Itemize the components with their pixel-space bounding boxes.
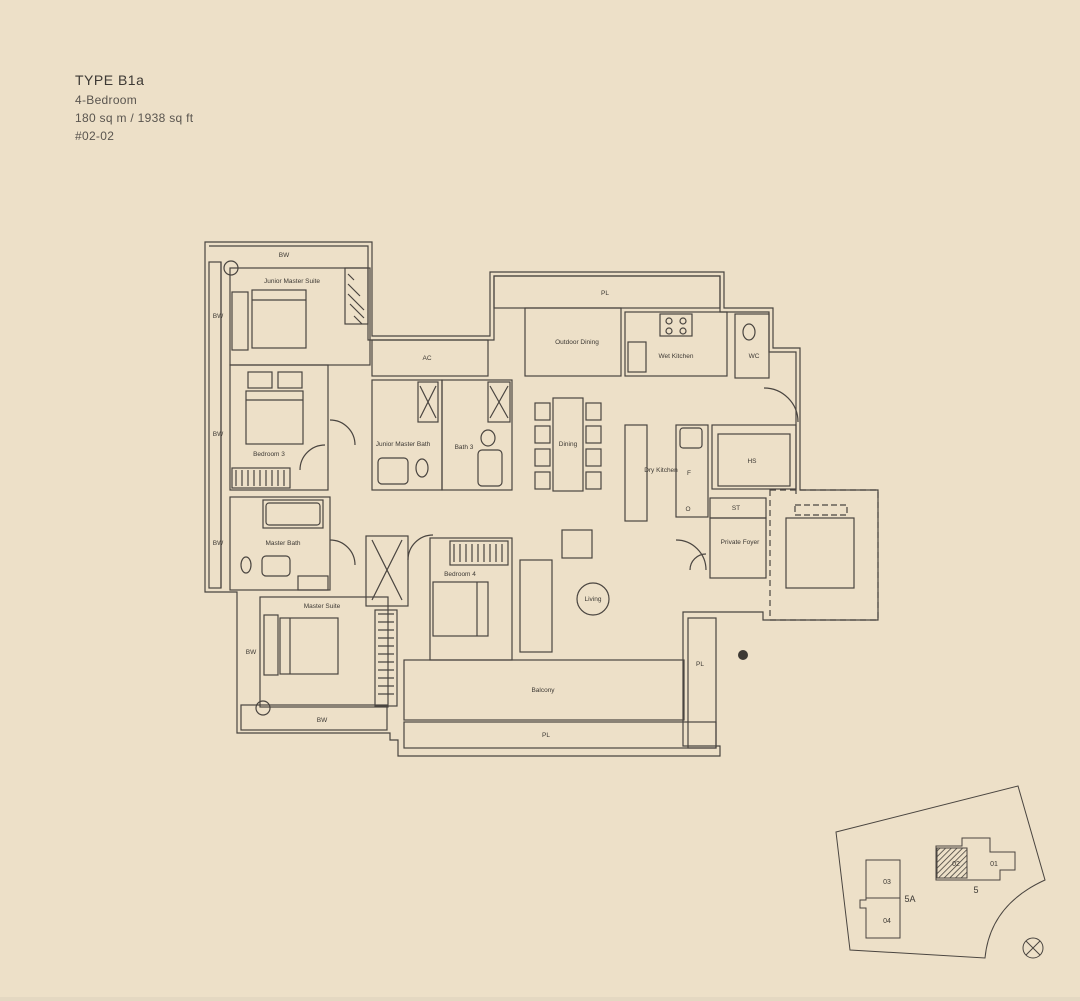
key-label-02: 02	[952, 861, 960, 868]
balcony-area	[403, 659, 685, 721]
footer-strip	[0, 997, 1080, 1001]
master-suite-walls	[259, 596, 389, 708]
dining-table	[552, 397, 584, 492]
label-hs: HS	[747, 458, 757, 465]
block-5a-outline	[859, 859, 901, 939]
sofa	[519, 559, 553, 653]
label-bedroom3: Bedroom 3	[253, 451, 285, 458]
label-balcony: Balcony	[531, 687, 555, 694]
key-label-03: 03	[883, 879, 891, 886]
kitchen-island	[624, 424, 648, 522]
unit-area: 180 sq m / 1938 sq ft	[75, 111, 194, 125]
key-label-5a: 5A	[904, 894, 915, 904]
private-foyer-area	[709, 517, 767, 579]
label-living: Living	[585, 596, 602, 603]
key-label-01: 01	[990, 861, 998, 868]
unit-bedrooms: 4-Bedroom	[75, 93, 138, 107]
label-master-bath: Master Bath	[265, 540, 300, 547]
label-st: ST	[732, 505, 740, 512]
label-bath3: Bath 3	[455, 444, 474, 451]
key-plan	[835, 785, 1046, 959]
ac-ledge	[371, 339, 489, 377]
label-bw-top: BW	[279, 252, 290, 259]
key-label-5: 5	[973, 885, 978, 895]
unit-header: TYPE B1a 4-Bedroom 180 sq m / 1938 sq ft…	[75, 72, 193, 145]
north-arrow-icon	[1022, 937, 1044, 959]
bay-window-bottom	[240, 704, 388, 731]
planter-top	[493, 275, 721, 309]
label-dry-kitchen: Dry Kitchen	[644, 467, 678, 474]
unit-highlight	[936, 847, 968, 879]
bedroom3-walls	[229, 364, 329, 491]
label-bw-left-1: BW	[213, 313, 224, 320]
household-shelter	[711, 424, 797, 490]
site-boundary	[835, 785, 1046, 959]
label-bw-left-3: BW	[213, 540, 224, 547]
label-oven: O	[685, 506, 690, 513]
unit-type-title: TYPE B1a	[75, 72, 145, 88]
planter-right	[687, 617, 717, 749]
bedroom4-walls	[429, 537, 513, 661]
label-wc: WC	[749, 353, 760, 360]
label-bw-bottom: BW	[317, 717, 328, 724]
block-5-outline	[935, 837, 1016, 881]
unit-number: #02-02	[75, 129, 115, 143]
label-pl-top: PL	[601, 290, 609, 297]
wet-kitchen-area	[624, 311, 728, 377]
master-bath-walls	[229, 496, 331, 591]
label-bw-left-4: BW	[246, 649, 257, 656]
label-junior-master-bath: Junior Master Bath	[376, 441, 431, 448]
planter-bottom	[403, 721, 717, 749]
junior-master-bath-walls	[371, 379, 443, 491]
label-bedroom4: Bedroom 4	[444, 571, 476, 578]
wc-area	[734, 313, 770, 379]
label-private-foyer: Private Foyer	[721, 539, 760, 546]
key-label-04: 04	[883, 918, 891, 925]
label-master-suite: Master Suite	[304, 603, 341, 610]
label-pl-right: PL	[696, 661, 704, 668]
label-dining: Dining	[559, 441, 578, 448]
tree-icon	[738, 650, 748, 660]
label-fridge: F	[687, 470, 691, 477]
outer-wall	[204, 241, 879, 757]
label-pl-bottom: PL	[542, 732, 550, 739]
label-junior-master-suite: Junior Master Suite	[264, 278, 320, 285]
label-ac: AC	[422, 355, 431, 362]
label-bw-left-2: BW	[213, 431, 224, 438]
label-wet-kitchen: Wet Kitchen	[659, 353, 694, 360]
label-outdoor-dining: Outdoor Dining	[555, 339, 599, 346]
bath3-walls	[441, 379, 513, 491]
